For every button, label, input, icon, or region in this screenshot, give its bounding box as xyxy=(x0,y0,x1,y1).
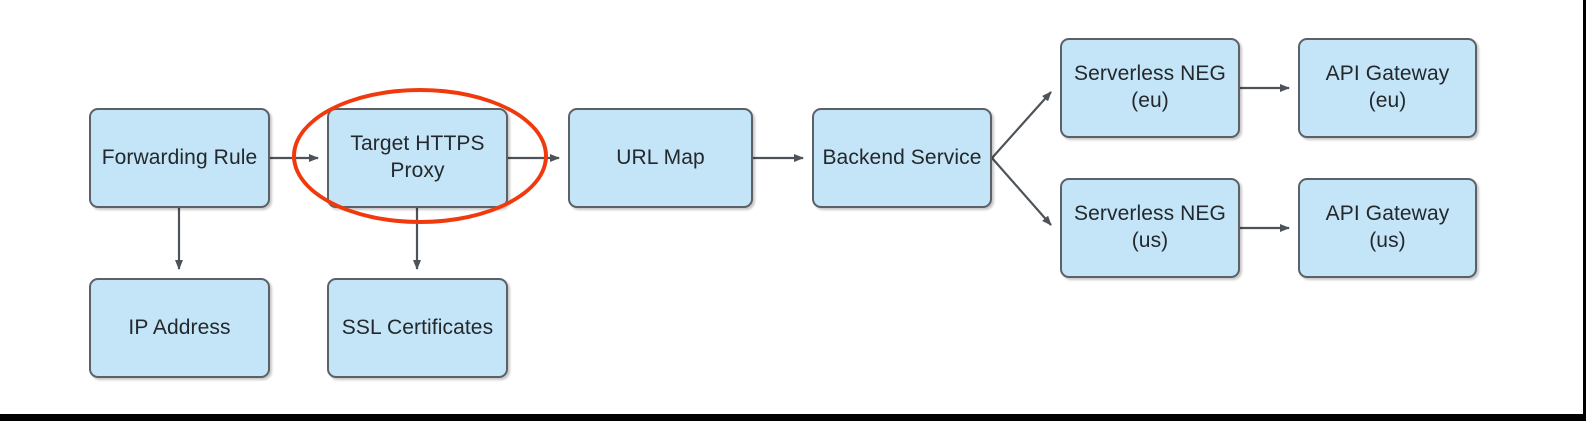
node-url-map[interactable]: URL Map xyxy=(568,108,753,208)
node-label: URL Map xyxy=(616,145,705,169)
node-label: API Gateway (eu) xyxy=(1325,62,1450,112)
node-label: SSL Certificates xyxy=(341,315,494,339)
edge-backend-service-to-serverless-neg-us xyxy=(991,157,1052,226)
node-label: Target HTTPS Proxy xyxy=(350,132,485,182)
node-forwarding-rule[interactable]: Forwarding Rule xyxy=(89,108,270,208)
node-ip-address[interactable]: IP Address xyxy=(89,278,270,378)
node-label: Serverless NEG (us) xyxy=(1074,202,1226,252)
node-serverless-neg-us[interactable]: Serverless NEG (us) xyxy=(1060,178,1240,278)
node-api-gateway-eu[interactable]: API Gateway (eu) xyxy=(1298,38,1477,138)
node-serverless-neg-eu[interactable]: Serverless NEG (eu) xyxy=(1060,38,1240,138)
node-backend-service[interactable]: Backend Service xyxy=(812,108,992,208)
node-label: Backend Service xyxy=(822,145,982,169)
node-label: Forwarding Rule xyxy=(101,145,258,169)
node-target-https-proxy[interactable]: Target HTTPS Proxy xyxy=(327,108,508,208)
node-ssl-certificates[interactable]: SSL Certificates xyxy=(327,278,508,378)
node-label: IP Address xyxy=(128,315,231,339)
node-label: Serverless NEG (eu) xyxy=(1074,62,1226,112)
node-api-gateway-us[interactable]: API Gateway (us) xyxy=(1298,178,1477,278)
edge-backend-service-to-serverless-neg-eu xyxy=(991,91,1052,159)
node-label: API Gateway (us) xyxy=(1325,202,1450,252)
